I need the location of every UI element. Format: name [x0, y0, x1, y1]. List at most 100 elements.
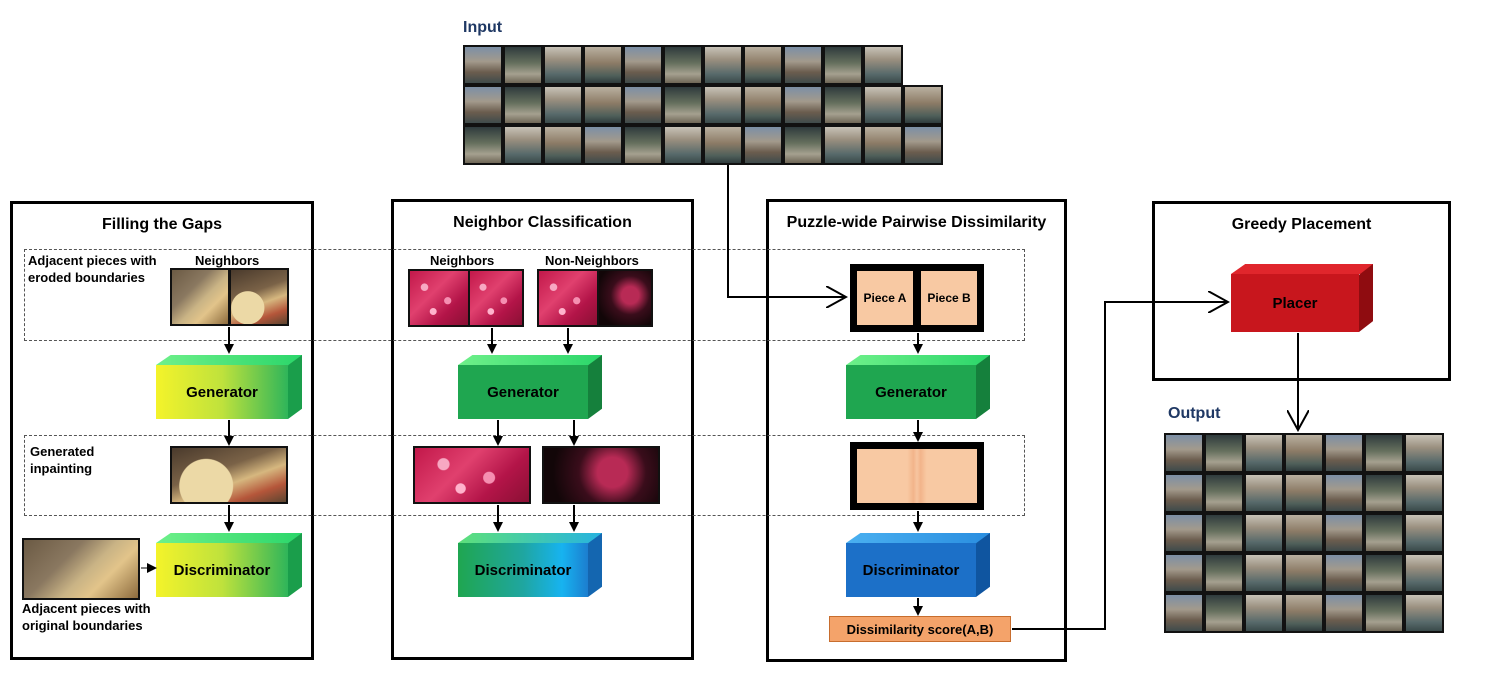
puzzle-tile: [863, 45, 903, 85]
puzzle-tile: [1324, 593, 1364, 633]
placer-box: Placer: [1231, 264, 1373, 332]
adjacent-original-label: Adjacent pieces with original boundaries: [22, 601, 151, 633]
puzzle-tile: [1284, 433, 1324, 473]
dissimilarity-score: Dissimilarity score(A,B): [829, 616, 1011, 642]
puzzle-tile: [583, 45, 623, 85]
puzzle-tile: [823, 85, 863, 125]
puzzle-tile: [543, 45, 583, 85]
puzzle-tile: [1164, 553, 1204, 593]
original-pieces: [22, 538, 140, 600]
puzzle-tile: [1244, 593, 1284, 633]
discriminator-box-filling: Discriminator: [156, 533, 302, 597]
puzzle-tile: [463, 125, 503, 165]
puzzle-tile: [783, 85, 823, 125]
puzzle-tile: [703, 85, 743, 125]
input-label: Input: [463, 19, 503, 36]
puzzle-tile: [1164, 433, 1204, 473]
output-puzzle-mosaic: [1164, 433, 1444, 633]
puzzle-tile: [663, 45, 703, 85]
adjacent-eroded-label: Adjacent pieces with eroded boundaries: [28, 253, 157, 285]
piece-b: Piece B: [921, 271, 977, 325]
dashed-band-middle: [24, 435, 1025, 516]
puzzle-tile: [1324, 433, 1364, 473]
puzzle-tile: [1164, 513, 1204, 553]
non-neighbors-label: Non-Neighbors: [545, 253, 639, 268]
puzzle-tile: [543, 125, 583, 165]
eroded-piece-left: [170, 268, 230, 326]
inpainted-pieces: [170, 446, 288, 504]
puzzle-tile: [903, 85, 943, 125]
puzzle-tile: [743, 85, 783, 125]
generated-non-neighbor-pair: [542, 446, 660, 504]
discriminator-label: Discriminator: [458, 543, 588, 597]
panel-title: Greedy Placement: [1231, 216, 1372, 233]
puzzle-tile: [1404, 553, 1444, 593]
puzzle-tile: [783, 125, 823, 165]
puzzle-tile: [1364, 553, 1404, 593]
neighbors-label: Neighbors: [195, 253, 260, 268]
puzzle-tile: [703, 125, 743, 165]
puzzle-tile: [1364, 593, 1404, 633]
generator-label: Generator: [156, 365, 288, 419]
generator-label: Generator: [846, 365, 976, 419]
puzzle-tile: [903, 125, 943, 165]
placer-label: Placer: [1231, 274, 1359, 332]
puzzle-tile: [783, 45, 823, 85]
discriminator-box-neighbor: Discriminator: [458, 533, 602, 597]
puzzle-tile: [1404, 513, 1444, 553]
panel-title: Puzzle-wide Pairwise Dissimilarity: [786, 214, 1047, 231]
puzzle-tile: [1204, 513, 1244, 553]
dashed-band-top: [24, 249, 1025, 341]
puzzle-tile: [1324, 473, 1364, 513]
puzzle-tile: [1324, 513, 1364, 553]
panel-title: Neighbor Classification: [453, 214, 632, 231]
discriminator-label: Discriminator: [156, 543, 288, 597]
neighbor-piece-right: [468, 269, 524, 327]
puzzle-tile: [1284, 473, 1324, 513]
puzzle-tile: [503, 85, 543, 125]
puzzle-tile: [543, 85, 583, 125]
puzzle-tile: [1324, 553, 1364, 593]
piece-pair-frame: Piece A Piece B: [850, 264, 984, 332]
generator-box-filling: Generator: [156, 355, 302, 419]
puzzle-tile: [623, 45, 663, 85]
generator-label: Generator: [458, 365, 588, 419]
generated-inpainting-label: Generated inpainting: [30, 444, 95, 476]
puzzle-tile: [1244, 513, 1284, 553]
puzzle-tile: [863, 85, 903, 125]
puzzle-tile: [1244, 553, 1284, 593]
puzzle-tile: [743, 45, 783, 85]
puzzle-tile: [583, 85, 623, 125]
puzzle-tile: [463, 85, 503, 125]
puzzle-tile: [1404, 433, 1444, 473]
puzzle-tile: [823, 45, 863, 85]
puzzle-tile: [1204, 593, 1244, 633]
eroded-piece-right: [229, 268, 289, 326]
puzzle-tile: [863, 125, 903, 165]
puzzle-tile: [503, 125, 543, 165]
puzzle-tile: [1404, 593, 1444, 633]
piece-a: Piece A: [857, 271, 913, 325]
puzzle-tile: [1284, 513, 1324, 553]
puzzle-tile: [583, 125, 623, 165]
generated-joint-piece: [850, 442, 984, 510]
puzzle-tile: [1284, 553, 1324, 593]
puzzle-tile: [1284, 593, 1324, 633]
puzzle-tile: [1364, 473, 1404, 513]
generator-box-puzzle: Generator: [846, 355, 990, 419]
discriminator-box-puzzle: Discriminator: [846, 533, 990, 597]
puzzle-tile: [1204, 553, 1244, 593]
puzzle-tile: [1244, 473, 1284, 513]
puzzle-tile: [623, 125, 663, 165]
neighbors-label: Neighbors: [430, 253, 495, 268]
puzzle-tile: [823, 125, 863, 165]
puzzle-tile: [1364, 433, 1404, 473]
puzzle-tile: [503, 45, 543, 85]
puzzle-tile: [1404, 473, 1444, 513]
puzzle-tile: [743, 125, 783, 165]
input-puzzle-mosaic: [463, 45, 949, 165]
puzzle-tile: [1204, 473, 1244, 513]
puzzle-tile: [623, 85, 663, 125]
puzzle-tile: [703, 45, 743, 85]
